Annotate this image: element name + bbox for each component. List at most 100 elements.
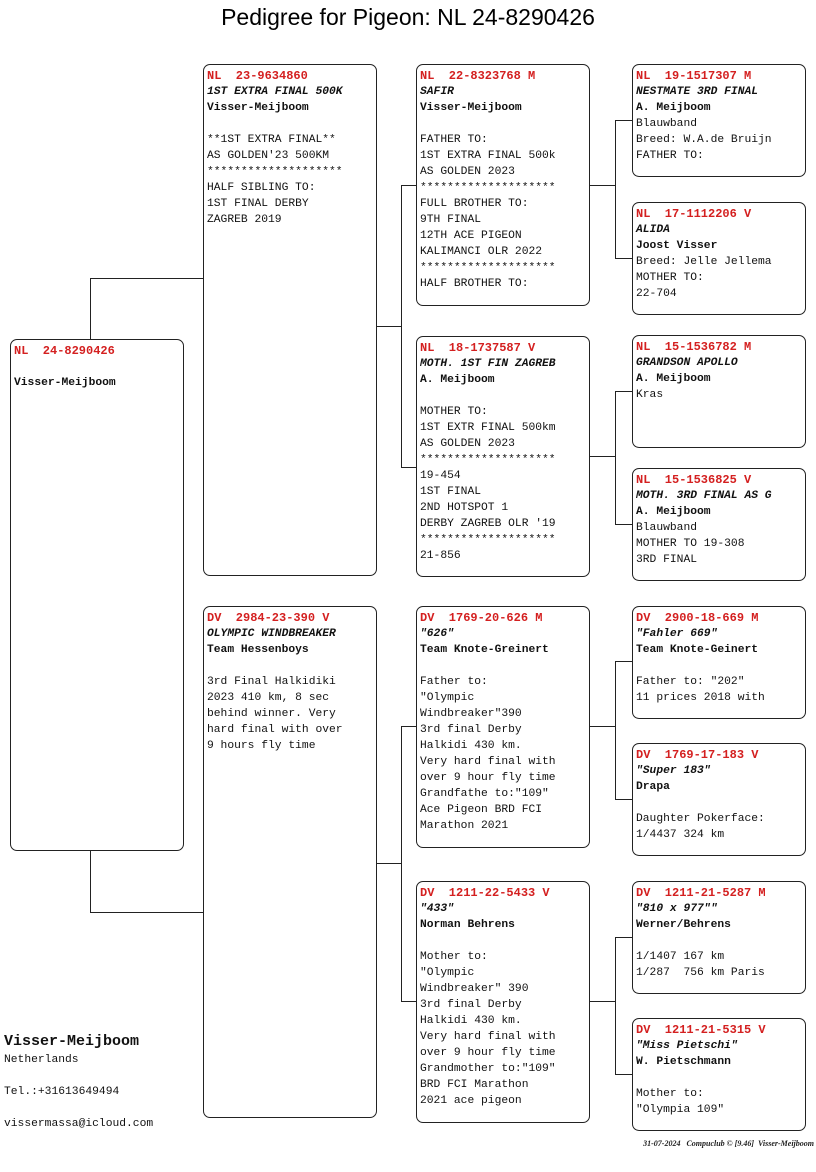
info-line: ******************** — [420, 454, 556, 466]
pigeon-name: SAFIR — [420, 86, 454, 98]
ring-number: DV 1211-21-5287 M — [636, 886, 766, 900]
info-line: Kras — [636, 389, 664, 401]
connector-line — [615, 937, 616, 1074]
info-line: ******************** — [420, 534, 556, 546]
connector-line — [376, 326, 401, 327]
connector-line — [90, 278, 91, 339]
breeder-phone: Tel.:+31613649494 — [4, 1086, 120, 1098]
breeder-name: Visser-Meijboom — [4, 1033, 140, 1050]
ring-number: DV 1769-20-626 M — [420, 611, 543, 625]
info-line: 19-454 — [420, 470, 461, 482]
pigeon-card-ds[interactable]: DV 1769-20-626 M"626"Team Knote-Greinert… — [416, 606, 590, 848]
connector-line — [615, 661, 616, 799]
ring-number: NL 22-8323768 M — [420, 69, 536, 83]
info-line — [420, 388, 589, 404]
pigeon-name: "810 x 977"" — [636, 903, 718, 915]
info-line: 9TH FINAL — [420, 214, 482, 226]
connector-line — [589, 1001, 615, 1002]
connector-line — [401, 185, 402, 467]
connector-line — [615, 120, 616, 258]
info-line: 1ST EXTRA FINAL 500k — [420, 150, 556, 162]
info-line — [420, 658, 589, 674]
info-line: 1ST FINAL DERBY — [207, 198, 309, 210]
footer: 31-07-2024 Compuclub © [9.46] Visser-Mei… — [643, 1139, 814, 1148]
info-line: Marathon 2021 — [420, 820, 509, 832]
info-line — [636, 1070, 805, 1086]
connector-line — [615, 391, 632, 392]
info-line: 3rd final Derby — [420, 724, 522, 736]
info-line: AS GOLDEN'23 500KM — [207, 150, 330, 162]
owner: W. Pietschmann — [636, 1056, 731, 1068]
info-line: Grandfathe to:"109" — [420, 788, 549, 800]
connector-line — [401, 726, 416, 727]
connector-line — [401, 1001, 416, 1002]
info-line: Father to: "202" — [636, 676, 745, 688]
ring-number: NL 19-1517307 M — [636, 69, 752, 83]
info-line: 11 prices 2018 with — [636, 692, 765, 704]
info-line: MOTHER TO: — [636, 272, 704, 284]
connector-line — [615, 799, 632, 800]
ring-number: NL 18-1737587 V — [420, 341, 536, 355]
info-line: Halkidi 430 km. — [420, 1015, 522, 1027]
owner: A. Meijboom — [636, 102, 711, 114]
info-line: over 9 hour fly time — [420, 1047, 556, 1059]
pigeon-name: "Super 183" — [636, 765, 711, 777]
info-line: ******************** — [207, 166, 343, 178]
pigeon-card-dds[interactable]: DV 1211-21-5287 M"810 x 977""Werner/Behr… — [632, 881, 806, 994]
ring-number: DV 1211-21-5315 V — [636, 1023, 766, 1037]
info-line: ******************** — [420, 262, 556, 274]
owner: Joost Visser — [636, 240, 718, 252]
info-line: 1/4437 324 km — [636, 829, 725, 841]
ring-number: NL 23-9634860 — [207, 69, 308, 83]
connector-line — [615, 120, 632, 121]
breeder-country: Netherlands — [4, 1054, 79, 1066]
info-line: MOTHER TO: — [420, 406, 488, 418]
info-line: 3RD FINAL — [636, 554, 698, 566]
owner: Team Knote-Geinert — [636, 644, 759, 656]
info-line: **1ST EXTRA FINAL** — [207, 134, 336, 146]
info-line: 21-856 — [420, 550, 461, 562]
pigeon-name: MOTH. 3RD FINAL AS G — [636, 490, 772, 502]
pigeon-name: "Miss Pietschi" — [636, 1040, 738, 1052]
pigeon-name: ALIDA — [636, 224, 670, 236]
info-line: Father to: — [420, 676, 488, 688]
info-line — [636, 658, 805, 674]
pigeon-name: "Fahler 669" — [636, 628, 718, 640]
connector-line — [376, 863, 401, 864]
connector-line — [401, 467, 416, 468]
info-line: "Olympic — [420, 967, 475, 979]
owner: Visser-Meijboom — [14, 377, 116, 389]
info-line — [207, 658, 376, 674]
info-line: AS GOLDEN 2023 — [420, 166, 515, 178]
pigeon-name: GRANDSON APOLLO — [636, 357, 738, 369]
info-line: 2ND HOTSPOT 1 — [420, 502, 509, 514]
info-line: 2023 410 km, 8 sec — [207, 692, 330, 704]
info-line: Grandmother to:"109" — [420, 1063, 556, 1075]
owner: A. Meijboom — [636, 373, 711, 385]
owner: Drapa — [636, 781, 670, 793]
info-line: Windbreaker" 390 — [420, 983, 529, 995]
owner: Team Hessenboys — [207, 644, 309, 656]
pigeon-card-dss[interactable]: DV 2900-18-669 M"Fahler 669"Team Knote-G… — [632, 606, 806, 719]
info-line: MOTHER TO 19-308 — [636, 538, 745, 550]
breeder-email[interactable]: vissermassa@icloud.com — [4, 1118, 154, 1130]
pigeon-card-ddd[interactable]: DV 1211-21-5315 V "Miss Pietschi" W. Piets… — [632, 1018, 806, 1131]
info-line: Windbreaker"390 — [420, 708, 522, 720]
breeder-info: Visser-Meijboom Netherlands Tel.:+316136… — [4, 1034, 153, 1132]
info-line: Mother to: — [420, 951, 488, 963]
info-line: "Olympia 109" — [636, 1104, 725, 1116]
info-line — [207, 116, 376, 132]
info-line: HALF BROTHER TO: — [420, 278, 529, 290]
connector-line — [615, 391, 616, 524]
